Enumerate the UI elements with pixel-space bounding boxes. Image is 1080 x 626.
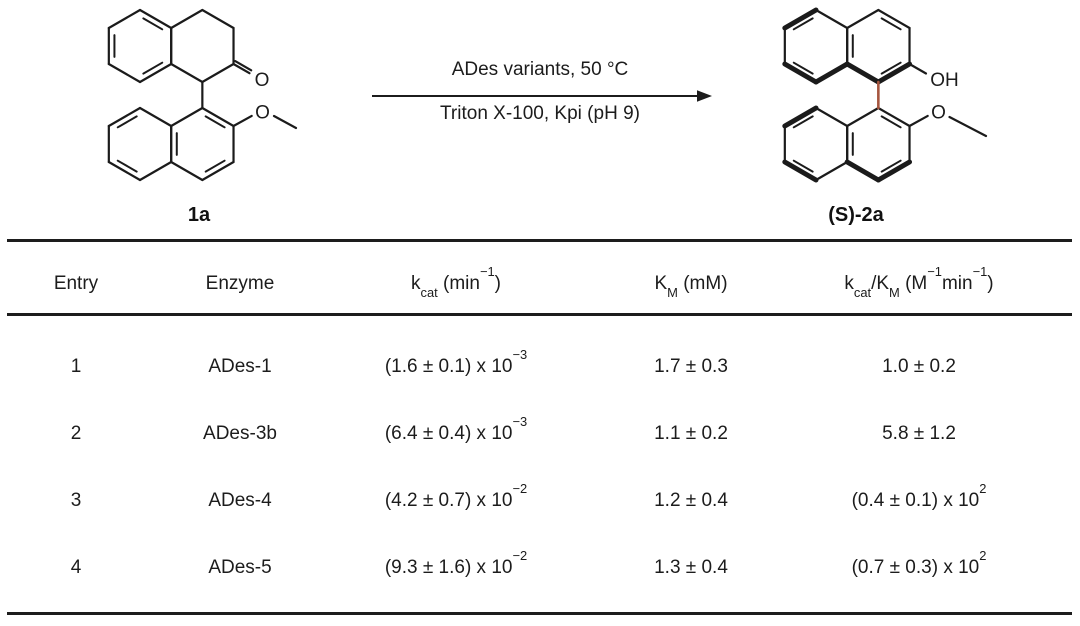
- row3-kcat: (4.2 ± 0.7) x 10−2: [384, 480, 528, 511]
- row4-enzyme: ADes-5: [208, 557, 272, 578]
- row1-kcat-km: 1.0 ± 0.2: [882, 356, 956, 377]
- conditions-below-arrow: Triton X-100, Kpi (pH 9): [440, 103, 640, 124]
- molecule-bonds: [107, 7, 988, 183]
- row2-km: 1.1 ± 0.2: [654, 423, 728, 444]
- row2-kcat-km: 5.8 ± 1.2: [882, 423, 956, 444]
- header-kcat: kcat (min−1): [411, 263, 501, 300]
- row2-kcat: (6.4 ± 0.4) x 10−3: [384, 413, 528, 444]
- row1-km: 1.7 ± 0.3: [654, 356, 728, 377]
- row3-kcat-km: (0.4 ± 0.1) x 102: [851, 480, 987, 511]
- reaction-arrow: [372, 90, 712, 102]
- row4-kcat: (9.3 ± 1.6) x 10−2: [384, 547, 528, 578]
- product-label: (S)-2a: [828, 204, 884, 226]
- table-bottom-rule: [7, 612, 1072, 615]
- row4-kcat-km: (0.7 ± 0.3) x 102: [851, 547, 987, 578]
- row3-entry: 3: [70, 490, 82, 511]
- row2-entry: 2: [70, 423, 82, 444]
- table-top-rule: [7, 239, 1072, 242]
- product-methoxy-oxygen-label: O: [931, 103, 946, 124]
- row3-km: 1.2 ± 0.4: [654, 490, 728, 511]
- header-enzyme: Enzyme: [205, 273, 275, 294]
- row3-enzyme: ADes-4: [208, 490, 272, 511]
- product-hydroxyl-label: OH: [930, 70, 959, 91]
- reactant-label: 1a: [188, 204, 211, 226]
- header-km: KM (mM): [654, 273, 728, 300]
- reactant-ketone-oxygen-label: O: [255, 70, 270, 91]
- row4-km: 1.3 ± 0.4: [654, 557, 728, 578]
- table-header-rule: [7, 313, 1072, 316]
- row1-kcat: (1.6 ± 0.1) x 10−3: [384, 346, 528, 377]
- row2-enzyme: ADes-3b: [203, 423, 277, 444]
- header-kcat-km: kcat/KM (M−1min−1): [844, 263, 994, 300]
- row1-entry: 1: [70, 356, 82, 377]
- row1-enzyme: ADes-1: [208, 356, 272, 377]
- reactant-methoxy-oxygen-label: O: [255, 103, 270, 124]
- header-entry: Entry: [53, 273, 99, 294]
- conditions-above-arrow: ADes variants, 50 °C: [452, 59, 629, 80]
- row4-entry: 4: [70, 557, 82, 578]
- reaction-scheme: O O OH O 1a (S)-2a ADes variants, 50 °C …: [107, 7, 988, 226]
